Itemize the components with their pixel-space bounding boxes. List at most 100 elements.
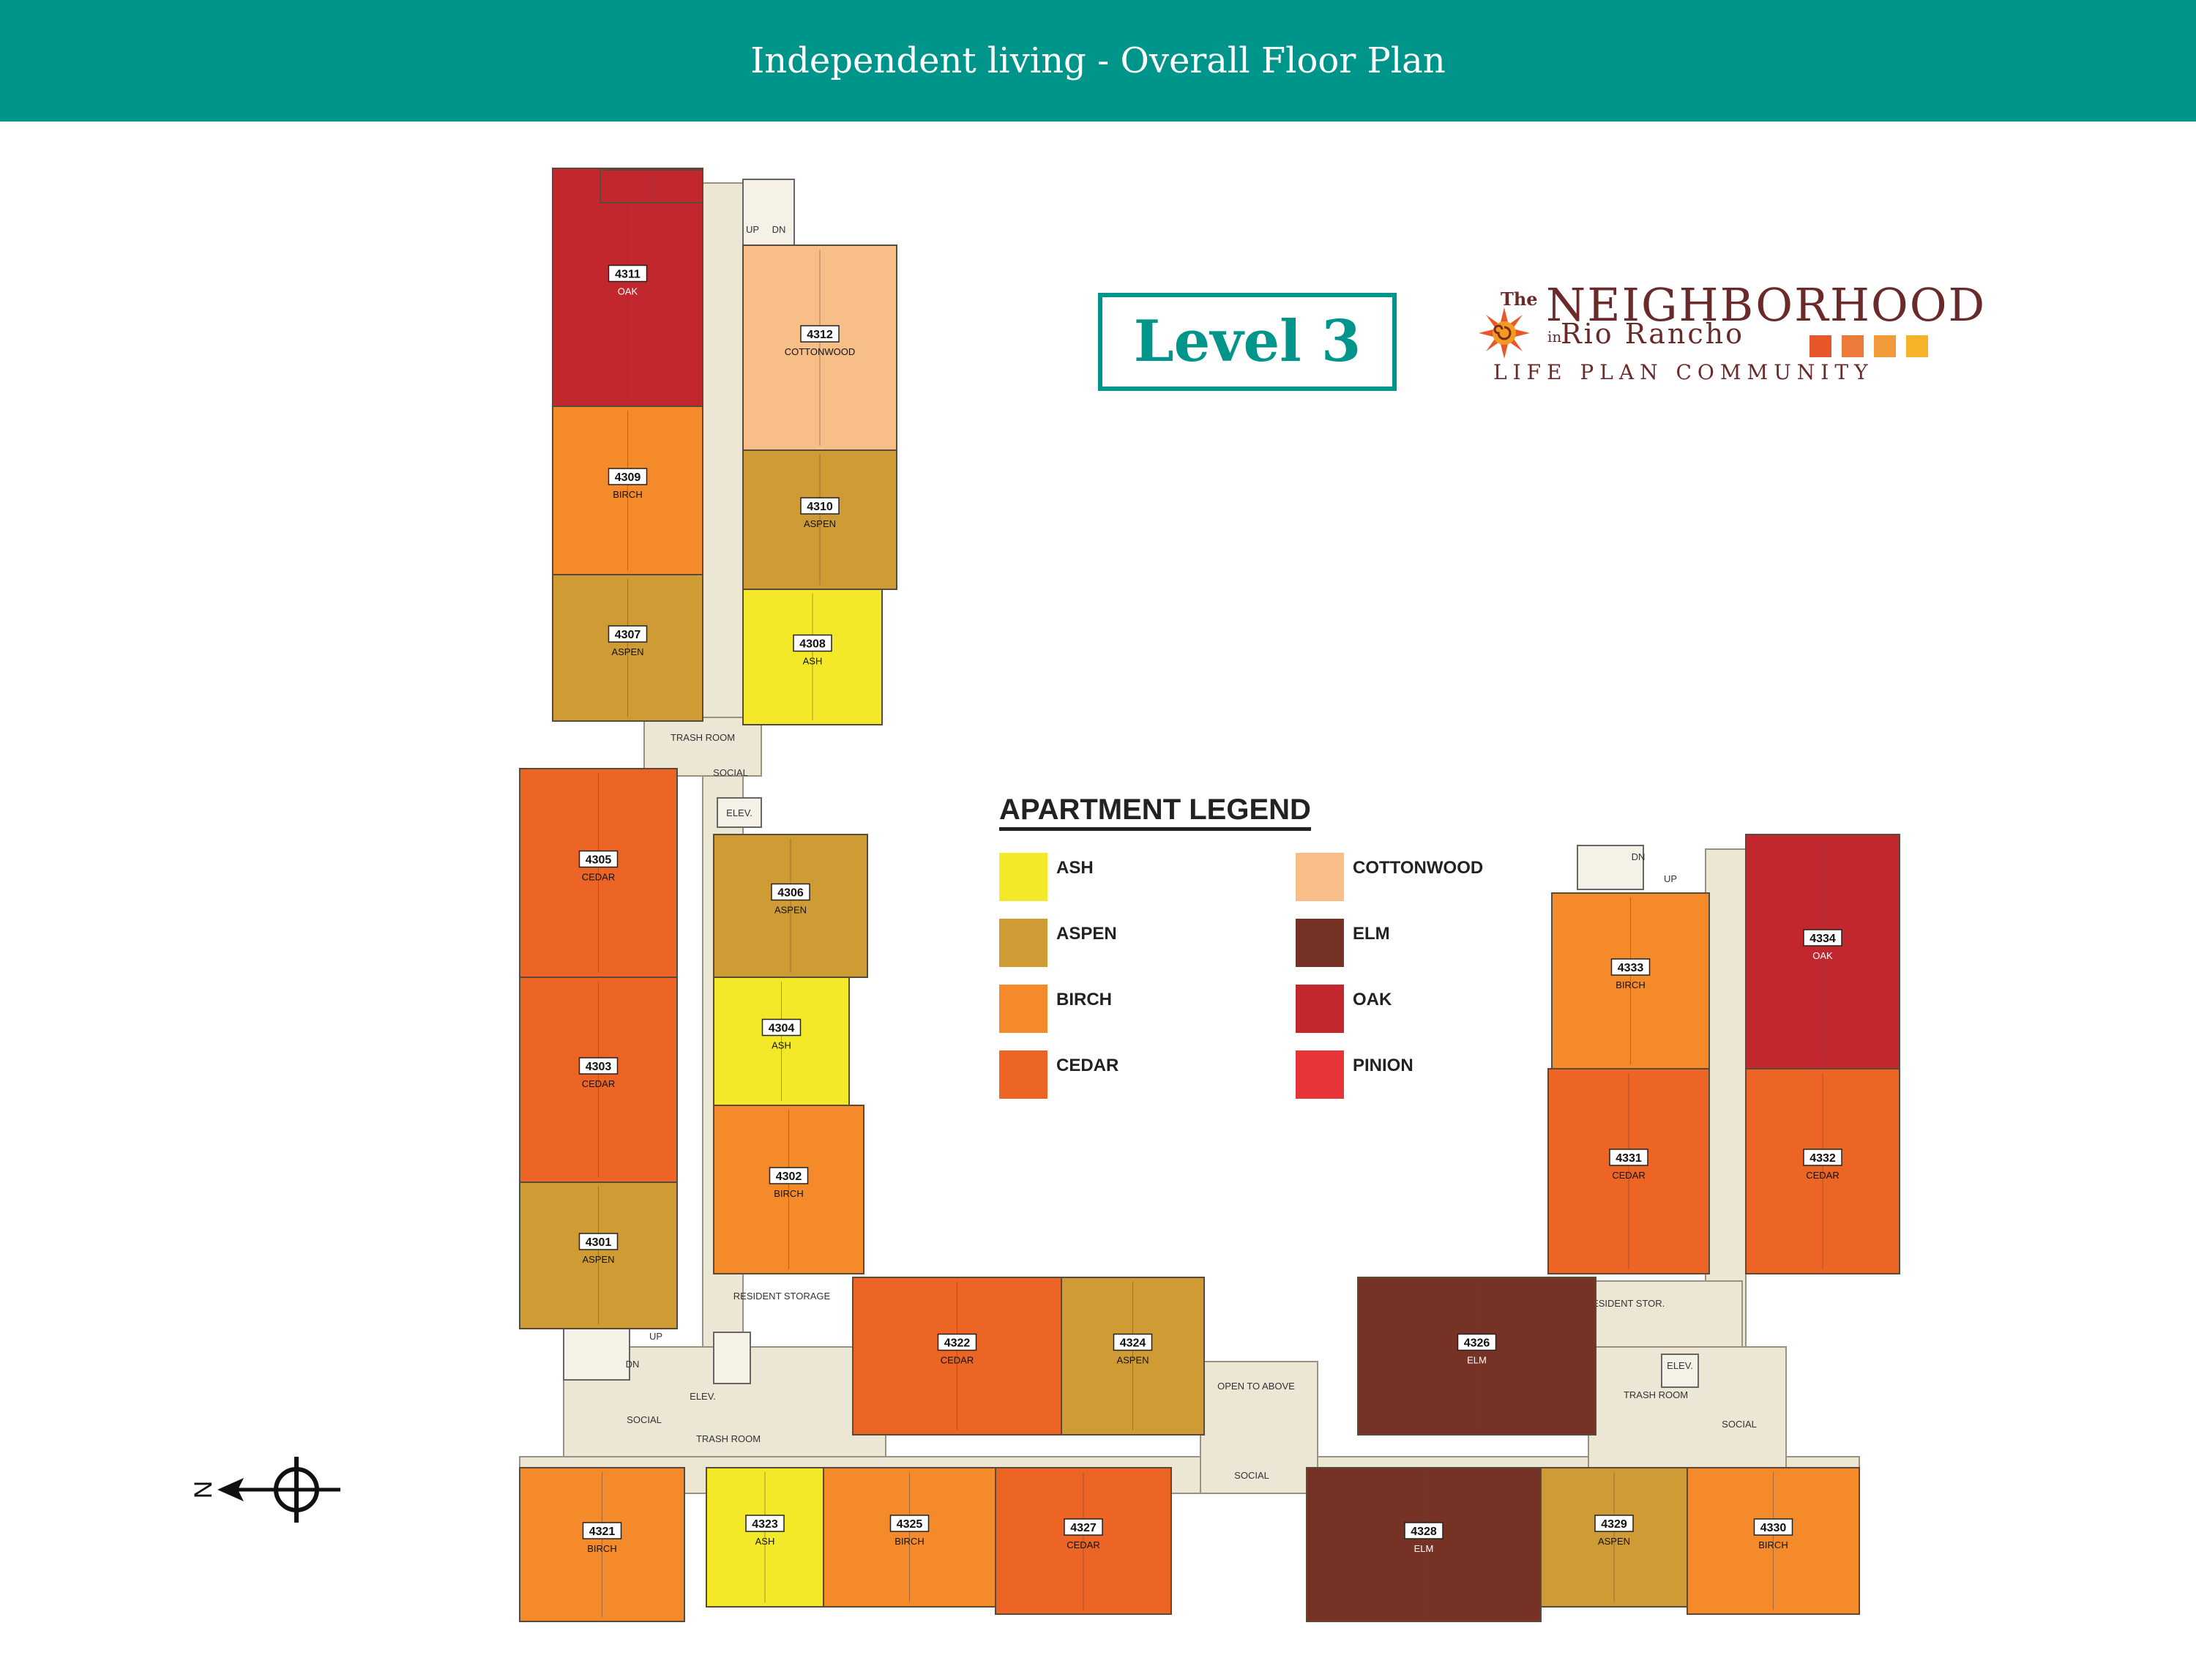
unit-number-box bbox=[582, 1522, 622, 1539]
unit-number-box bbox=[608, 264, 648, 283]
logo-the: The bbox=[1501, 288, 1538, 310]
unit-number-box bbox=[578, 850, 619, 868]
legend-swatch bbox=[999, 853, 1047, 901]
unit-type: BIRCH bbox=[1616, 979, 1645, 990]
logo-place: Rio Rancho bbox=[1561, 318, 1744, 350]
logo-name: NEIGHBORHOOD bbox=[1546, 278, 1987, 332]
unit-number-box bbox=[1753, 1518, 1793, 1536]
unit-type: BIRCH bbox=[774, 1188, 803, 1199]
unit-number: 4333 bbox=[1618, 962, 1644, 974]
legend-label: CEDAR bbox=[1056, 1056, 1119, 1075]
unit-type: ASH bbox=[803, 656, 823, 667]
legend-label: ELM bbox=[1353, 924, 1390, 944]
social-label: SOCIAL bbox=[1234, 1470, 1269, 1481]
unit-number: 4304 bbox=[769, 1023, 795, 1035]
legend-item: ASPEN bbox=[999, 919, 1117, 967]
unit-type: CEDAR bbox=[1612, 1170, 1646, 1181]
unit-number: 4312 bbox=[807, 329, 833, 341]
unit-number: 4309 bbox=[615, 471, 641, 484]
unit-number: 4328 bbox=[1411, 1526, 1437, 1538]
legend-swatch bbox=[999, 1050, 1047, 1099]
unit-number: 4311 bbox=[615, 269, 640, 281]
unit-type: ASPEN bbox=[582, 1254, 614, 1265]
header-bar: Independent living - Overall Floor Plan bbox=[0, 0, 2196, 122]
legend-swatch bbox=[999, 919, 1047, 967]
legend-item: COTTONWOOD bbox=[1296, 853, 1483, 901]
trash-room-label: TRASH ROOM bbox=[671, 732, 735, 743]
unit-type: ASPEN bbox=[611, 646, 643, 657]
unit-type: CEDAR bbox=[1067, 1539, 1100, 1550]
legend-swatch bbox=[1296, 985, 1344, 1033]
unit-number-box bbox=[761, 1018, 802, 1037]
unit-type: ASPEN bbox=[804, 518, 836, 529]
level-badge: Level 3 bbox=[1098, 293, 1397, 391]
unit-number: 4310 bbox=[807, 501, 833, 513]
legend-item: CEDAR bbox=[999, 1050, 1118, 1099]
unit-number-box bbox=[1064, 1518, 1103, 1536]
unit-number: 4303 bbox=[586, 1061, 612, 1073]
legend-swatch bbox=[999, 985, 1047, 1033]
unit-number: 4322 bbox=[944, 1337, 971, 1350]
unit-number-box bbox=[1404, 1522, 1444, 1539]
unit-number: 4325 bbox=[897, 1518, 923, 1531]
unit-number: 4334 bbox=[1810, 933, 1836, 945]
unit-number: 4326 bbox=[1464, 1337, 1490, 1350]
social-label: SOCIAL bbox=[1722, 1419, 1757, 1430]
legend-label: BIRCH bbox=[1056, 990, 1112, 1009]
legend-label: COTTONWOOD bbox=[1353, 858, 1484, 878]
unit-type: OAK bbox=[618, 286, 638, 297]
legend-label: OAK bbox=[1353, 990, 1392, 1009]
unit-type: ASPEN bbox=[1116, 1355, 1149, 1366]
unit-type: BIRCH bbox=[1758, 1539, 1788, 1550]
unit-type: ELM bbox=[1414, 1543, 1434, 1554]
stair-up-label: UP bbox=[649, 1331, 662, 1342]
north-arrow-icon: N bbox=[190, 1457, 340, 1523]
unit-number-box bbox=[1609, 1149, 1648, 1166]
unit-number: 4321 bbox=[589, 1526, 616, 1538]
unit-number-box bbox=[745, 1515, 785, 1532]
logo-square bbox=[1906, 335, 1928, 357]
social-label: SOCIAL bbox=[713, 767, 748, 778]
unit-type: CEDAR bbox=[941, 1355, 974, 1366]
unit-type: CEDAR bbox=[582, 872, 616, 883]
brand-logo: The NEIGHBORHOOD in Rio Rancho LIFE PLAN… bbox=[1479, 278, 1984, 403]
trash-room-label: TRASH ROOM bbox=[1624, 1389, 1688, 1400]
legend-item: ASH bbox=[999, 853, 1094, 901]
unit-number: 4307 bbox=[615, 629, 641, 641]
social-label: SOCIAL bbox=[627, 1414, 662, 1425]
legend-title: APARTMENT LEGEND bbox=[999, 792, 1311, 831]
legend-swatch bbox=[1296, 1050, 1344, 1099]
legend-item: OAK bbox=[1296, 985, 1392, 1033]
resident-storage-label: RESIDENT STORAGE bbox=[733, 1291, 831, 1302]
unit-number: 4301 bbox=[586, 1236, 612, 1249]
resident-storage-label: RESIDENT STOR. bbox=[1586, 1298, 1665, 1309]
unit-number: 4305 bbox=[586, 854, 612, 867]
page-title: Independent living - Overall Floor Plan bbox=[750, 40, 1446, 81]
unit-number-box bbox=[608, 468, 648, 485]
logo-square bbox=[1874, 335, 1896, 357]
unit-number-box bbox=[608, 625, 648, 643]
unit-number-box bbox=[1594, 1515, 1634, 1532]
logo-tagline: LIFE PLAN COMMUNITY bbox=[1493, 360, 1874, 384]
